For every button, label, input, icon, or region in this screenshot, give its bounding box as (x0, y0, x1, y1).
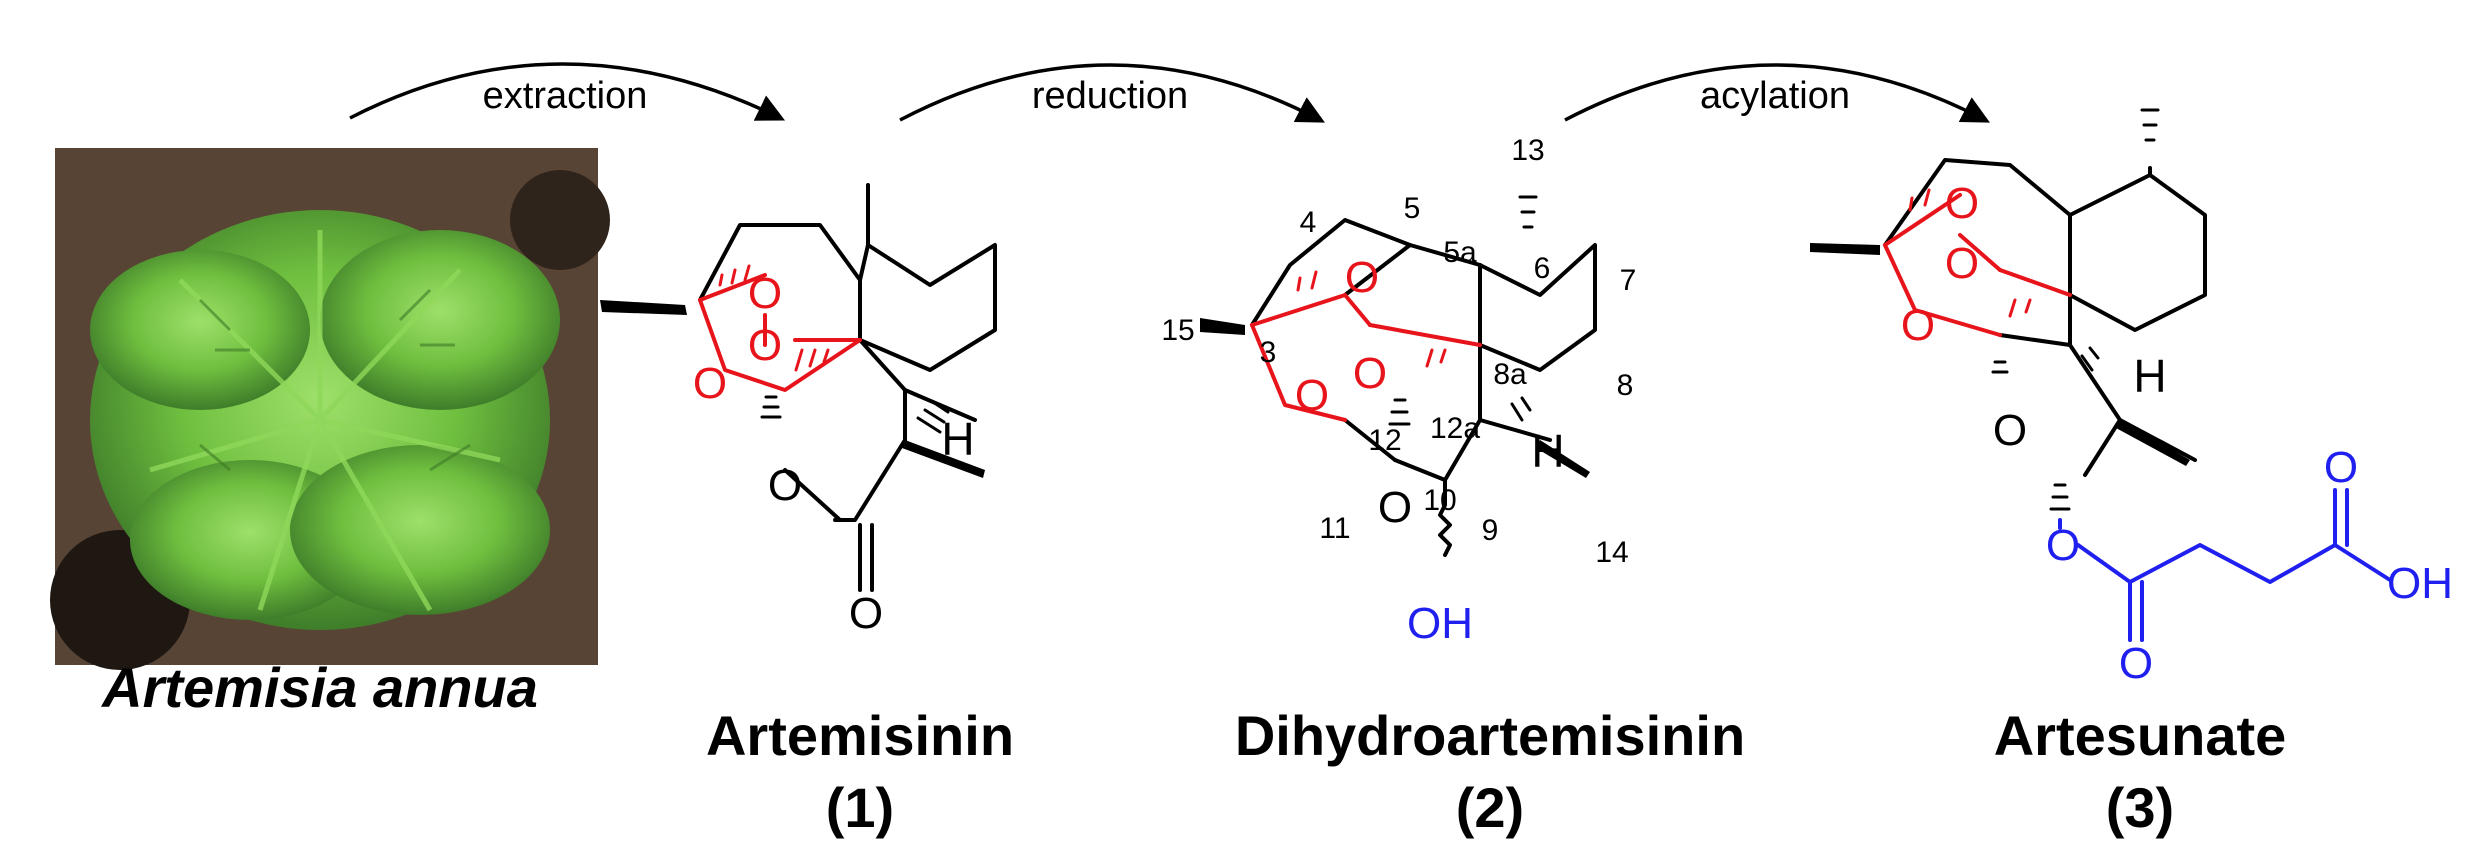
locant-14: 14 (1595, 536, 1628, 569)
atom-o: O (2119, 639, 2153, 688)
locant-6: 6 (1534, 252, 1551, 285)
compound-caption-dihydroartemisinin: Dihydroartemisinin (2) (1180, 700, 1800, 844)
locant-8a: 8a (1493, 358, 1527, 391)
atom-h: H (2133, 350, 2166, 402)
atom-h: H (1531, 425, 1564, 477)
atom-o: O (1945, 239, 1979, 288)
atom-oh: OH (2387, 559, 2453, 608)
locant-7: 7 (1620, 264, 1637, 297)
atom-o: O (849, 589, 883, 638)
atom-o: O (1993, 406, 2027, 455)
atom-o: O (2324, 443, 2358, 492)
arrow-label-reduction: reduction (1032, 75, 1188, 117)
atom-o: O (768, 461, 802, 510)
locant-5a: 5a (1443, 236, 1477, 269)
locant-9: 9 (1482, 514, 1499, 547)
locant-8: 8 (1617, 369, 1634, 402)
locant-5: 5 (1404, 192, 1421, 225)
locant-12: 12 (1368, 424, 1401, 457)
plant-caption: Artemisia annua (102, 656, 538, 719)
molecule-dihydroartemisinin: O O O O OH H 13 4 5 5a 6 7 15 3 8a 8 12 … (1161, 134, 1636, 648)
atom-o: O (1345, 253, 1379, 302)
plant-photo (50, 148, 610, 670)
molecule-artesunate: O O O O H O O O OH (1810, 108, 2453, 688)
atom-o: O (1901, 301, 1935, 350)
arrow-label-acylation: acylation (1700, 75, 1850, 117)
atom-o: O (748, 269, 782, 318)
atom-o: O (748, 321, 782, 370)
atom-o: O (1353, 349, 1387, 398)
molecule-artemisinin: O O O O O H (600, 183, 997, 638)
locant-3: 3 (1260, 336, 1277, 369)
locant-12a: 12a (1430, 412, 1480, 445)
compound-number: (1) (825, 776, 895, 839)
atom-h: H (941, 413, 974, 465)
atom-oh: OH (1407, 599, 1473, 648)
locant-4: 4 (1300, 206, 1317, 239)
compound-number: (3) (2105, 776, 2175, 839)
compound-name: Dihydroartemisinin (1234, 704, 1746, 767)
arrow-extraction: extraction (349, 62, 786, 121)
compound-name: Artemisinin (705, 704, 1015, 767)
locant-10: 10 (1423, 484, 1456, 517)
atom-o: O (1295, 371, 1329, 420)
atom-o: O (1945, 179, 1979, 228)
compound-caption-artemisinin: Artemisinin (1) (630, 700, 1090, 844)
atom-o: O (2046, 521, 2080, 570)
locant-13: 13 (1511, 134, 1544, 167)
compound-number: (2) (1455, 776, 1525, 839)
arrow-acylation: acylation (1564, 63, 1990, 123)
locant-11: 11 (1319, 512, 1350, 545)
locant-15: 15 (1161, 314, 1194, 347)
compound-name: Artesunate (1993, 704, 2287, 767)
arrow-reduction: reduction (899, 63, 1325, 123)
arrow-label-extraction: extraction (483, 75, 648, 117)
compound-caption-artesunate: Artesunate (3) (1930, 700, 2350, 844)
atom-o: O (693, 359, 727, 408)
atom-o: O (1378, 483, 1412, 532)
